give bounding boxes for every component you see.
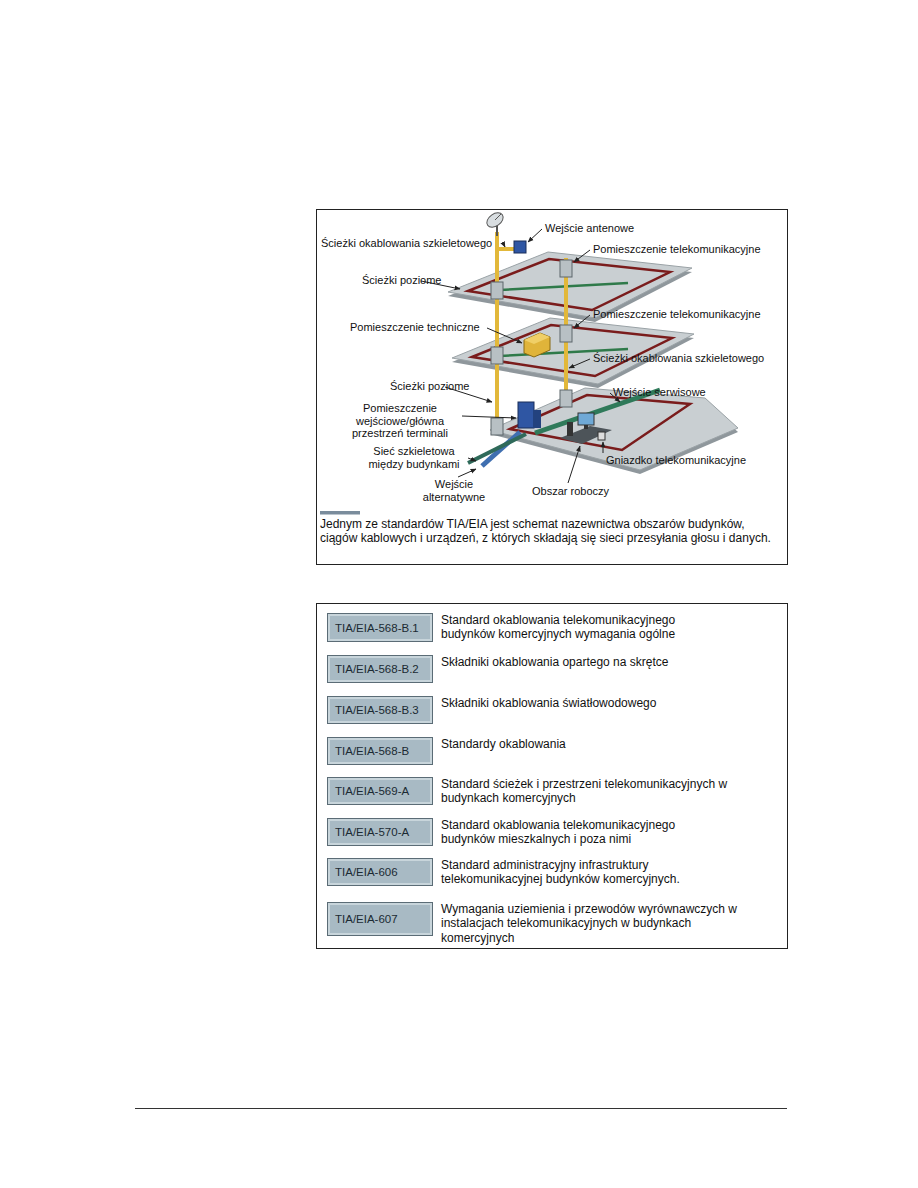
figure-caption: Jednym ze standardów TIA/EIA jest schema…	[320, 517, 780, 546]
figure-label: Pomieszczenie telekomunikacyjne	[593, 308, 761, 321]
standard-code: TIA/EIA-568-B	[335, 745, 409, 757]
figure-label: Ścieżki poziome	[362, 274, 441, 287]
standard-box: TIA/EIA-607Wymagania uziemienia i przewo…	[327, 902, 433, 936]
figure-label: Pomieszczenie techniczne	[350, 321, 480, 334]
standard-code: TIA/EIA-607	[335, 913, 398, 925]
standard-code: TIA/EIA-568-B.1	[335, 622, 419, 634]
footer-rule	[135, 1108, 787, 1109]
standard-box: TIA/EIA-606Standard administracyjny infr…	[327, 858, 433, 886]
standard-box: TIA/EIA-568-B.3Składniki okablowania świ…	[327, 696, 433, 724]
equipment-room	[524, 333, 550, 357]
antenna-entrance-box	[514, 241, 526, 253]
standard-description: Standard okablowania telekomunikacyjnego…	[441, 613, 706, 642]
table-frame	[317, 604, 788, 949]
figure-label: Obszar roboczy	[532, 485, 609, 498]
figure-label: Gniazdko telekomunikacyjne	[606, 454, 746, 467]
figure-label: Ścieżki okablowania szkieletowego	[593, 352, 764, 365]
figure-label: Wejście serwisowe	[613, 386, 706, 399]
campus-backbone	[468, 434, 526, 463]
standard-description: Standard okablowania telekomunikacyjnego…	[441, 818, 706, 847]
backbone-riser	[495, 232, 499, 430]
standard-code: TIA/EIA-569-A	[335, 785, 409, 797]
standard-box: TIA/EIA-568-B.2Składniki okablowania opa…	[327, 655, 433, 683]
figure-label: Wejście alternatywne	[418, 478, 490, 503]
figure-label: Pomieszczenie wejściowe/główna przestrze…	[340, 402, 460, 440]
standard-description: Składniki okablowania światłowodowego	[441, 696, 741, 710]
standard-description: Wymagania uziemienia i przewodów wyrówna…	[441, 902, 741, 945]
telecom-room	[491, 260, 572, 435]
work-area	[560, 413, 612, 444]
antenna-dish	[484, 210, 506, 236]
standard-box: TIA/EIA-570-AStandard okablowania teleko…	[327, 818, 433, 846]
standard-box: TIA/EIA-569-AStandard ścieżek i przestrz…	[327, 777, 433, 805]
caption-bar	[320, 511, 360, 515]
standard-description: Standardy okablowania	[441, 737, 741, 751]
standard-box: TIA/EIA-568-B.1Standard okablowania tele…	[327, 613, 433, 642]
standard-code: TIA/EIA-606	[335, 866, 398, 878]
figure-frame	[317, 210, 788, 565]
standard-description: Składniki okablowania opartego na skrętc…	[441, 655, 741, 669]
standard-code: TIA/EIA-570-A	[335, 826, 409, 838]
figure-label: Sieć szkieletowa między budynkami	[362, 445, 466, 470]
figure-label: Wejście antenowe	[545, 222, 634, 235]
standard-code: TIA/EIA-568-B.3	[335, 704, 419, 716]
alternate-entrance-pipe	[482, 432, 520, 466]
standard-box: TIA/EIA-568-BStandardy okablowania	[327, 737, 433, 765]
figure-label: Pomieszczenie telekomunikacyjne	[593, 243, 761, 256]
figure-label: Ścieżki poziome	[390, 380, 469, 393]
standard-description: Standard ścieżek i przestrzeni telekomun…	[441, 777, 746, 806]
leader-line	[421, 229, 620, 483]
figure-label: Ścieżki okablowania szkieletowego	[321, 237, 492, 250]
standard-description: Standard administracyjny infrastruktury …	[441, 858, 706, 887]
entrance-facility	[518, 402, 541, 428]
standard-code: TIA/EIA-568-B.2	[335, 663, 419, 675]
